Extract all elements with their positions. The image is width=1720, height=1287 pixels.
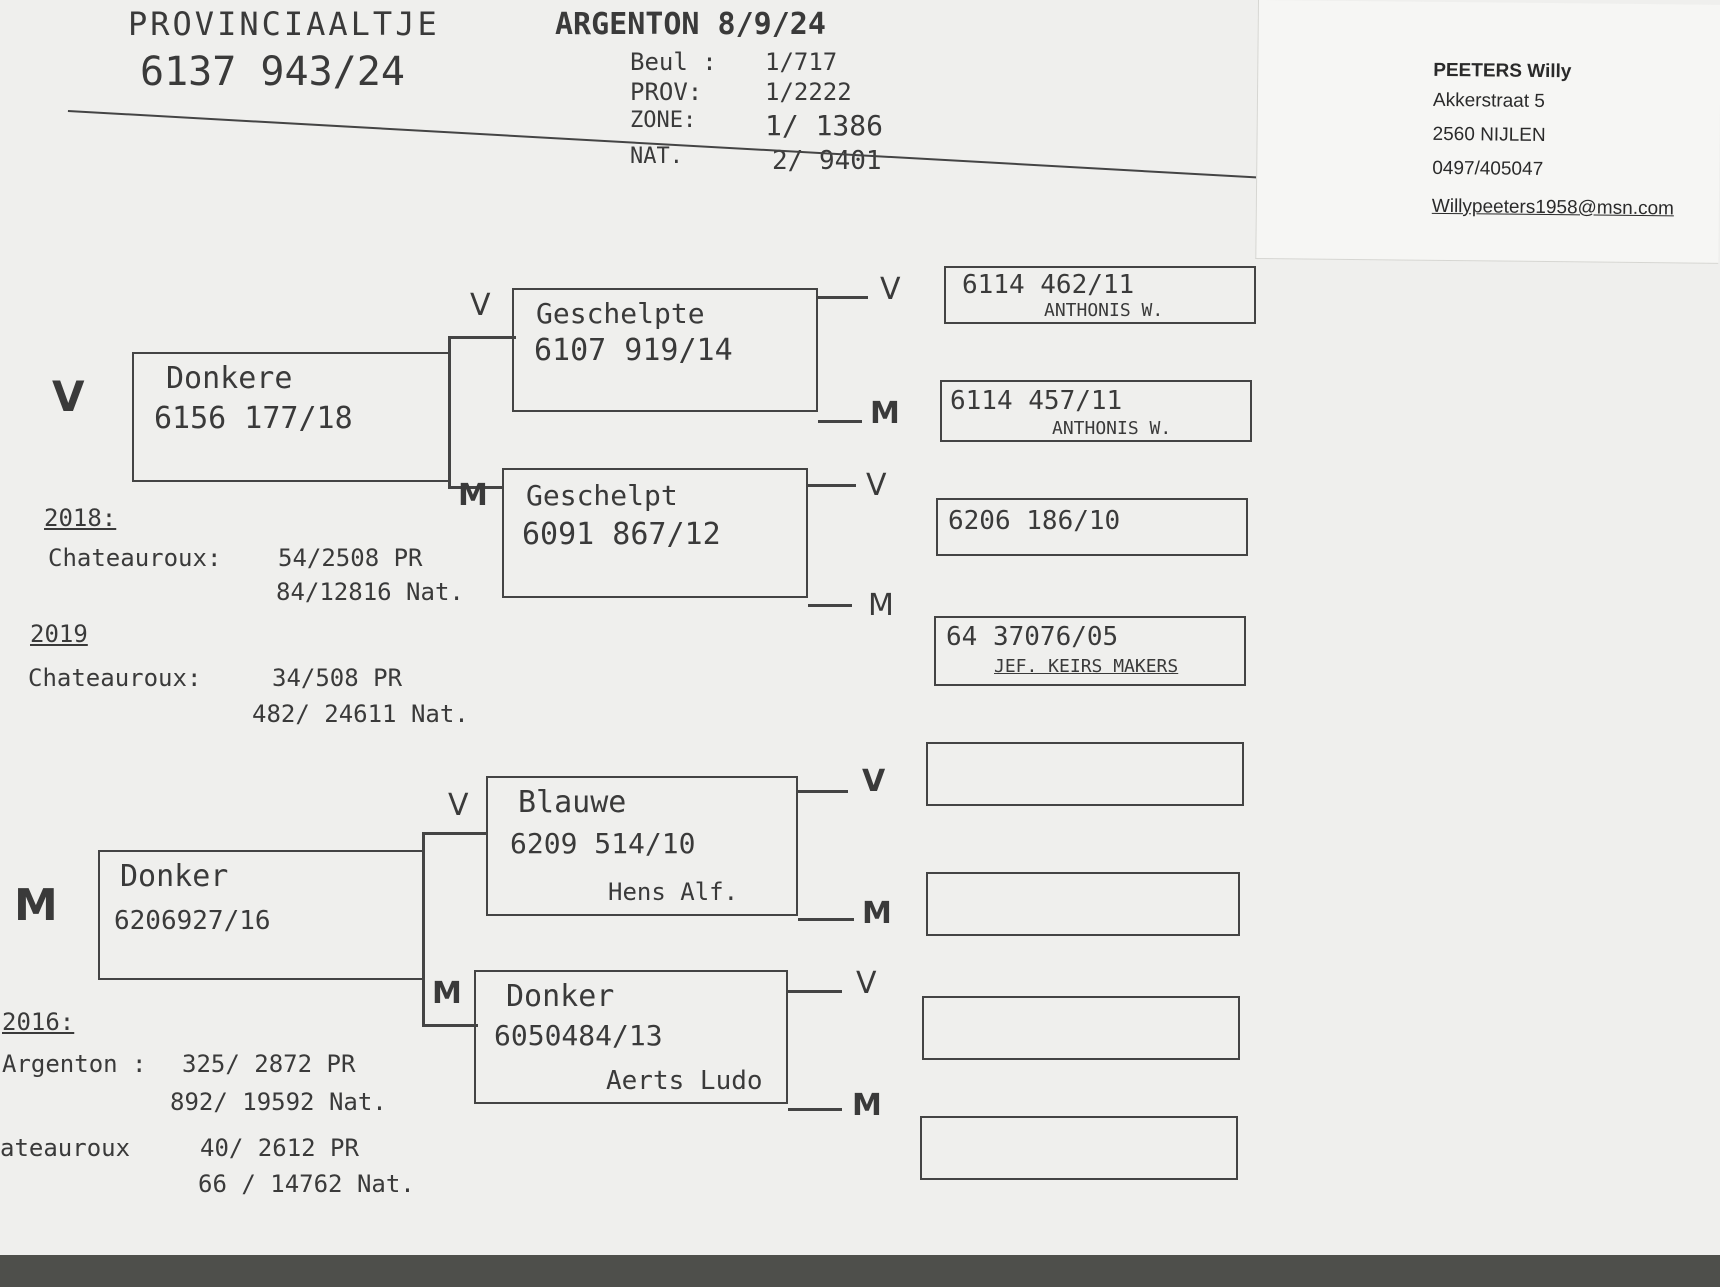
father-race-2-pr: 34/508 PR (272, 664, 403, 692)
arrow-ff-v (818, 296, 868, 299)
result-value-beul: 1/717 (765, 48, 838, 76)
mother-father-rel: V (448, 788, 469, 823)
father-color: Donkere (166, 361, 293, 396)
mother-sex: M (14, 880, 58, 931)
gg-1-breeder: ANTHONIS W. (1044, 300, 1164, 321)
father-connector-to-father (448, 336, 516, 339)
mother-box: Donker 6206927/16 (98, 850, 424, 980)
result-label-prov: PROV: (630, 78, 703, 106)
mother-race-1-nat: 892/ 19592 Nat. (170, 1088, 387, 1116)
gg-box-2: 6114 457/11 ANTHONIS W. (940, 380, 1252, 442)
mother-mother-rel: M (432, 976, 462, 1011)
gg-2-ring: 6114 457/11 (950, 386, 1123, 416)
mother-mother-breeder: Aerts Ludo (606, 1066, 763, 1096)
father-father-ring: 6107 919/14 (534, 333, 733, 368)
gg-box-3: 6206 186/10 (936, 498, 1248, 556)
gg-box-1: 6114 462/11 ANTHONIS W. (944, 266, 1256, 324)
mf-v-label: V (862, 764, 886, 799)
owner-city: 2560 NIJLEN (1432, 123, 1546, 147)
father-father-color: Geschelpte (536, 297, 705, 330)
gg-box-7 (922, 996, 1240, 1060)
arrow-mf-v (798, 790, 848, 793)
mother-race-2-pr: 40/ 2612 PR (200, 1134, 359, 1162)
gg-4-breeder: JEF. KEIRS MAKERS (994, 656, 1179, 677)
result-label-zone: ZONE: (630, 108, 697, 133)
mother-father-color: Blauwe (518, 785, 627, 820)
father-mother-color: Geschelpt (526, 479, 678, 512)
mother-mother-color: Donker (506, 979, 615, 1014)
mother-race-2: ateauroux (0, 1134, 131, 1162)
arrow-mf-m (798, 918, 854, 921)
mother-mother-box: Donker 6050484/13 Aerts Ludo (474, 970, 788, 1104)
result-value-zone: 1/ 1386 (765, 109, 884, 142)
father-race-2-nat: 482/ 24611 Nat. (252, 700, 469, 728)
mother-father-ring: 6209 514/10 (510, 827, 696, 860)
gg-1-ring: 6114 462/11 (962, 270, 1135, 300)
ff-v-label: V (880, 272, 901, 307)
owner-phone: 0497/405047 (1432, 157, 1544, 180)
mother-connector-vertical (422, 832, 425, 1024)
mother-race-2-nat: 66 / 14762 Nat. (198, 1170, 415, 1198)
result-value-prov: 1/2222 (765, 78, 852, 106)
owner-street: Akkerstraat 5 (1432, 89, 1546, 113)
mother-connector-to-father (422, 832, 488, 835)
mother-connector-to-mother (422, 1024, 478, 1027)
father-mother-box: Geschelpt 6091 867/12 (502, 468, 808, 598)
father-connector-vertical (448, 336, 451, 486)
gg-box-6 (926, 872, 1240, 936)
header-ring: 6137 943/24 (140, 49, 405, 95)
mother-race-1-pr: 325/ 2872 PR (182, 1050, 356, 1078)
father-mother-rel: M (458, 478, 488, 513)
result-label-beul: Beul : (630, 48, 717, 76)
father-sex: V (52, 372, 85, 421)
table-edge (0, 1255, 1720, 1287)
arrow-mm-m (788, 1108, 842, 1111)
mother-color: Donker (120, 859, 229, 894)
gg-3-ring: 6206 186/10 (948, 506, 1121, 536)
owner-name: PEETERS Willy (1433, 59, 1572, 83)
fm-m-label: M (868, 588, 894, 623)
ff-m-label: M (870, 396, 900, 431)
father-race-1-nat: 84/12816 Nat. (276, 578, 464, 606)
arrow-ff-m (818, 420, 862, 423)
father-race-2: Chateauroux: (28, 664, 202, 692)
mm-m-label: M (852, 1088, 882, 1123)
gg-box-4: 64 37076/05 JEF. KEIRS MAKERS (934, 616, 1246, 686)
father-ring: 6156 177/18 (154, 401, 353, 436)
arrow-mm-v (788, 990, 842, 993)
mm-v-label: V (856, 966, 877, 1001)
gg-2-breeder: ANTHONIS W. (1052, 418, 1172, 439)
mother-father-breeder: Hens Alf. (608, 878, 739, 906)
header-race: ARGENTON 8/9/24 (555, 7, 826, 42)
mf-m-label: M (862, 896, 892, 931)
gg-box-5 (926, 742, 1244, 806)
mother-ring: 6206927/16 (114, 906, 271, 936)
arrow-fm-m (808, 604, 852, 607)
father-race-1-pr: 54/2508 PR (278, 544, 423, 572)
owner-email: Willypeeters1958@msn.com (1431, 195, 1675, 220)
father-year-2: 2019 (30, 620, 88, 648)
mother-mother-ring: 6050484/13 (494, 1019, 663, 1052)
mother-father-box: Blauwe 6209 514/10 Hens Alf. (486, 776, 798, 916)
father-year-1: 2018: (44, 504, 117, 532)
father-connector-to-mother (448, 486, 504, 489)
gg-4-ring: 64 37076/05 (946, 622, 1119, 652)
result-label-nat: NAT. (630, 144, 683, 169)
mother-year-1: 2016: (2, 1008, 75, 1036)
mother-race-1: Argenton : (2, 1050, 147, 1078)
father-father-rel: V (470, 288, 491, 323)
arrow-fm-v (808, 484, 856, 487)
fm-v-label: V (866, 468, 887, 503)
father-box: Donkere 6156 177/18 (132, 352, 450, 482)
father-father-box: Geschelpte 6107 919/14 (512, 288, 818, 412)
header-title: PROVINCIAALTJE (128, 5, 440, 43)
father-race-1: Chateauroux: (48, 544, 222, 572)
owner-card: PEETERS Willy Akkerstraat 5 2560 NIJLEN … (1255, 0, 1720, 264)
gg-box-8 (920, 1116, 1238, 1180)
father-mother-ring: 6091 867/12 (522, 517, 721, 552)
